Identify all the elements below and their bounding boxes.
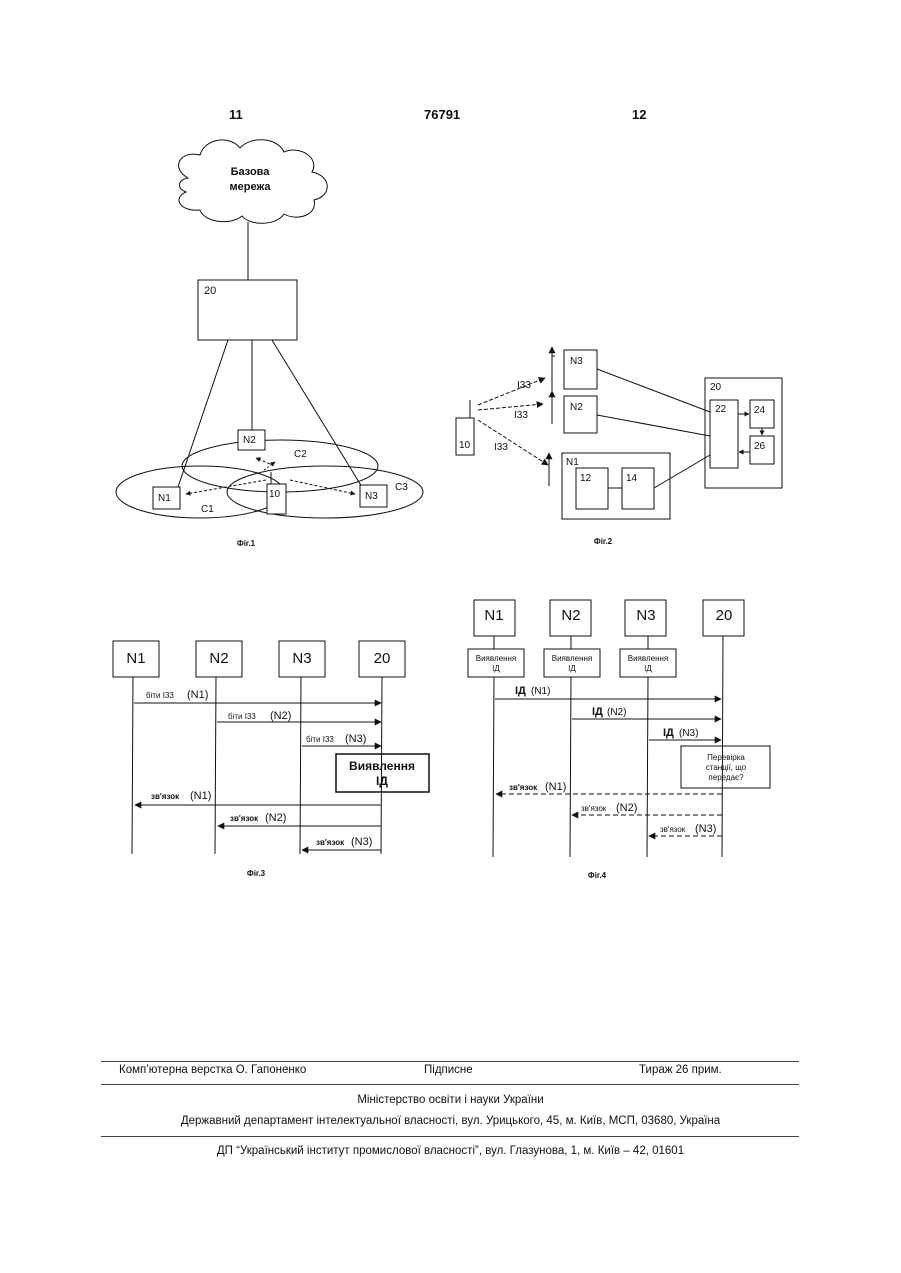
footer-signed: Підписне bbox=[424, 1064, 473, 1076]
fig4-reply1-label: зв'язок bbox=[509, 783, 538, 792]
fig3-reply1-label: зв'язок bbox=[151, 792, 180, 801]
fig4-n1-label: N1 bbox=[484, 607, 503, 624]
fig4-msg3-label: ІД bbox=[663, 727, 674, 739]
fig3-n1-label: N1 bbox=[126, 650, 145, 667]
fig4-detect1-line2: ІД bbox=[492, 664, 500, 673]
fig4-reply2-node: (N2) bbox=[616, 802, 637, 814]
fig2-n3-label: N3 bbox=[570, 356, 583, 367]
fig3-reply1-node: (N1) bbox=[190, 790, 211, 802]
fig2-block12-label: 12 bbox=[580, 473, 592, 484]
fig3-reply2-node: (N2) bbox=[265, 812, 286, 824]
fig3-n2-label: N2 bbox=[209, 650, 228, 667]
fig3-msg1-node: (N1) bbox=[187, 689, 208, 701]
fig1-arrow-to-n1 bbox=[186, 480, 266, 494]
fig2-station-label: 10 bbox=[459, 440, 471, 451]
fig4-msg2-node: (N2) bbox=[607, 707, 626, 718]
fig2-block26-label: 26 bbox=[754, 441, 766, 452]
fig2-link2-label: I33 bbox=[514, 410, 528, 421]
fig4-n3-label: N3 bbox=[636, 607, 655, 624]
fig1-station-label: 10 bbox=[269, 489, 281, 500]
fig4-msg2-label: ІД bbox=[592, 706, 603, 718]
fig4-detect2-line2: ІД bbox=[568, 664, 576, 673]
fig4-diagram bbox=[468, 600, 770, 857]
fig4-n2-label: N2 bbox=[561, 607, 580, 624]
fig2-n2-label: N2 bbox=[570, 402, 583, 413]
fig1-diagram bbox=[116, 140, 423, 518]
footer-rule-middle bbox=[101, 1084, 799, 1085]
fig1-c3-label: C3 bbox=[395, 482, 408, 493]
fig2-controller bbox=[705, 378, 782, 488]
fig3-detect-line2: ІД bbox=[376, 774, 388, 788]
fig4-detect3-line2: ІД bbox=[644, 664, 652, 673]
footer-circulation: Тираж 26 прим. bbox=[639, 1064, 722, 1076]
fig3-n3-label: N3 bbox=[292, 650, 311, 667]
footer-institute: ДП “Український інститут промислової вла… bbox=[0, 1145, 901, 1157]
fig2-n1-label: N1 bbox=[566, 457, 579, 468]
fig1-n2-label: N2 bbox=[243, 435, 256, 446]
fig3-caption: Фіг.3 bbox=[247, 869, 266, 878]
fig1-c1-label: C1 bbox=[201, 504, 214, 515]
fig2-diagram bbox=[456, 347, 782, 519]
fig2-link1-label: I33 bbox=[517, 380, 531, 391]
fig1-n1-label: N1 bbox=[158, 493, 171, 504]
fig3-reply2-label: зв'язок bbox=[230, 814, 259, 823]
fig3-reply3-label: зв'язок bbox=[316, 838, 345, 847]
fig3-20-label: 20 bbox=[374, 650, 391, 667]
footer-rule-bottom bbox=[101, 1136, 799, 1137]
fig4-check-line3: передає? bbox=[708, 773, 744, 782]
fig4-msg3-node: (N3) bbox=[679, 728, 698, 739]
fig3-reply3-node: (N3) bbox=[351, 836, 372, 848]
fig4-detect2-line1: Виявлення bbox=[552, 654, 593, 663]
fig3-msg3-label: біти I33 bbox=[306, 735, 334, 744]
fig4-caption: Фіг.4 bbox=[588, 871, 607, 880]
fig1-controller-label: 20 bbox=[204, 285, 216, 297]
footer-rule-top bbox=[101, 1061, 799, 1062]
fig2-block14-label: 14 bbox=[626, 473, 638, 484]
fig3-msg3-node: (N3) bbox=[345, 733, 366, 745]
fig4-reply3-node: (N3) bbox=[695, 823, 716, 835]
fig4-reply3-label: зв'язок bbox=[660, 825, 686, 834]
footer-ministry: Міністерство освіти і науки України bbox=[0, 1094, 901, 1106]
fig2-block22-label: 22 bbox=[715, 404, 727, 415]
fig1-arrow-to-n2 bbox=[256, 458, 270, 464]
fig1-n3-label: N3 bbox=[365, 491, 378, 502]
fig4-check-line2: станції, що bbox=[706, 763, 747, 772]
footer-department: Державний департамент інтелектуальної вл… bbox=[0, 1115, 901, 1127]
fig4-msg1-label: ІД bbox=[515, 685, 526, 697]
fig1-cloud-line1: Базова bbox=[231, 166, 271, 178]
fig4-detect1-line1: Виявлення bbox=[476, 654, 517, 663]
fig4-check-line1: Перевірка bbox=[707, 753, 745, 762]
footer-layout-credit: Комп’ютерна верстка О. Гапоненко bbox=[119, 1064, 306, 1076]
fig1-cell-c3 bbox=[227, 466, 423, 518]
fig3-msg1-label: біти I33 bbox=[146, 691, 174, 700]
fig3-msg2-label: біти I33 bbox=[228, 712, 256, 721]
fig2-caption: Фіг.2 bbox=[594, 537, 613, 546]
fig1-cloud-line2: мережа bbox=[230, 181, 272, 193]
fig4-reply1-node: (N1) bbox=[545, 781, 566, 793]
fig2-controller-label: 20 bbox=[710, 382, 722, 393]
figures-sheet: Базова мережа 20 N2 N1 N3 10 C1 C2 C3 Фі… bbox=[0, 0, 901, 1000]
fig4-msg1-node: (N1) bbox=[531, 686, 550, 697]
fig2-link3-label: I33 bbox=[494, 442, 508, 453]
fig3-msg2-node: (N2) bbox=[270, 710, 291, 722]
fig1-c2-label: C2 bbox=[294, 449, 307, 460]
fig2-block24-label: 24 bbox=[754, 405, 766, 416]
fig4-reply2-label: зв'язок bbox=[581, 804, 607, 813]
fig4-detect3-line1: Виявлення bbox=[628, 654, 669, 663]
fig1-caption: Фіг.1 bbox=[237, 539, 256, 548]
fig3-detect-line1: Виявлення bbox=[349, 759, 415, 773]
fig4-20-label: 20 bbox=[716, 607, 733, 624]
